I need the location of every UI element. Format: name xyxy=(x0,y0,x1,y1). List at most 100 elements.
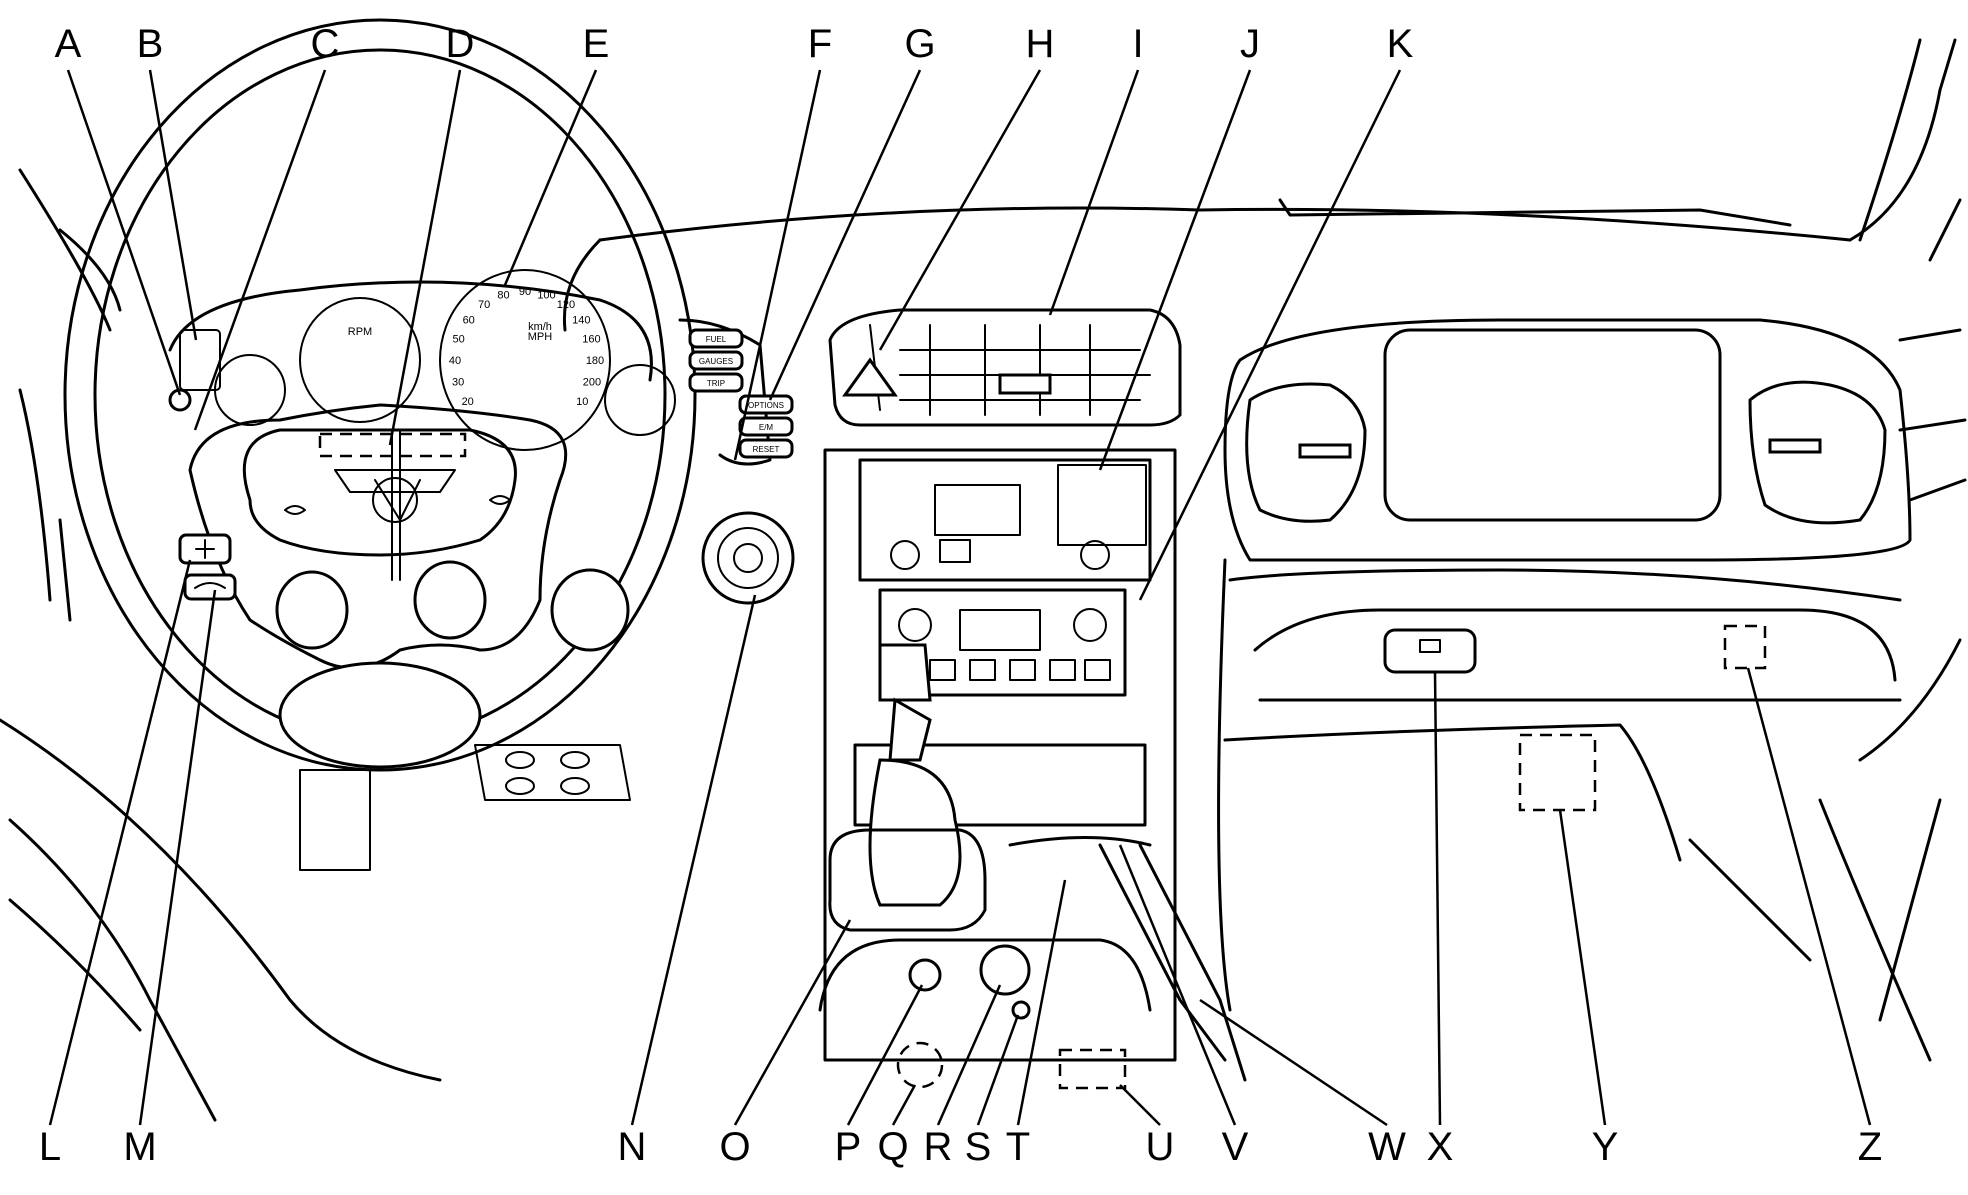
console-controls xyxy=(818,836,1247,1090)
leader-l xyxy=(48,559,192,1126)
airbag-module-region xyxy=(318,432,467,458)
speed-tick-label: 160 xyxy=(582,334,600,346)
dic-button: E/M xyxy=(738,416,794,437)
speed-tick-label: 80 xyxy=(497,289,509,301)
label-u: U xyxy=(1146,1125,1175,1169)
speed-tick-label: 120 xyxy=(557,299,575,311)
speed-tick-label: 40 xyxy=(449,355,461,367)
speed-tick-label: 50 xyxy=(452,334,464,346)
callout-leaders xyxy=(48,69,1872,1127)
kmh-label: km/h xyxy=(528,321,552,333)
gear-shifter xyxy=(828,643,987,932)
steering-wheel xyxy=(63,18,697,772)
label-q: Q xyxy=(877,1125,908,1169)
leader-t xyxy=(1016,879,1067,1126)
dic-button-label: GAUGES xyxy=(699,357,733,366)
label-v: V xyxy=(1222,1125,1249,1169)
dic-button-label: TRIP xyxy=(707,379,725,388)
label-p: P xyxy=(835,1125,862,1169)
windshield-and-dash-outline xyxy=(562,38,1967,502)
label-a: A xyxy=(55,22,82,66)
label-i: I xyxy=(1132,22,1143,66)
label-o: O xyxy=(719,1125,750,1169)
leader-r xyxy=(936,984,1002,1126)
leader-u xyxy=(1119,1084,1161,1126)
dic-button-group: FUEL GAUGES TRIP OPTIONS E/M RESET xyxy=(688,328,794,459)
speed-tick-label: 10 xyxy=(576,396,588,408)
left-passenger-vent xyxy=(1245,382,1367,523)
hazard-button xyxy=(842,357,898,397)
right-passenger-vent xyxy=(1748,380,1887,525)
dic-button: FUEL xyxy=(688,328,744,349)
leader-z xyxy=(1746,667,1872,1126)
leader-e xyxy=(503,69,598,286)
console-under-module xyxy=(1058,1048,1127,1090)
console-led xyxy=(1011,1000,1031,1020)
passenger-airbag-panel xyxy=(1383,328,1722,522)
dic-button-label: FUEL xyxy=(706,335,727,344)
label-f: F xyxy=(808,22,832,66)
label-y: Y xyxy=(1592,1125,1619,1169)
passenger-dash xyxy=(1217,318,1962,1062)
leader-j xyxy=(1098,69,1252,471)
label-g: G xyxy=(904,22,935,66)
left-switch-panel xyxy=(178,533,237,601)
label-m: M xyxy=(123,1125,156,1169)
horn-pad-emblem xyxy=(284,432,511,523)
leader-p xyxy=(846,984,924,1126)
pedals xyxy=(299,744,631,871)
leader-a xyxy=(66,69,182,396)
rpm-label: RPM xyxy=(348,326,372,338)
label-x: X xyxy=(1427,1125,1454,1169)
driver-information-center: FUEL GAUGES TRIP OPTIONS E/M RESET xyxy=(678,318,794,466)
leader-s xyxy=(976,1014,1020,1126)
label-d: D xyxy=(446,22,475,66)
leader-x xyxy=(1433,671,1442,1126)
dic-button-label: E/M xyxy=(759,423,774,432)
label-b: B xyxy=(137,22,164,66)
console-hidden-component xyxy=(896,1041,944,1089)
ignition-switch xyxy=(701,511,795,605)
label-t: T xyxy=(1006,1125,1030,1169)
leader-h xyxy=(878,69,1042,351)
dic-button: RESET xyxy=(738,438,794,459)
console-knob-large xyxy=(979,944,1031,996)
callout-labels-top: A B C D E F G H I J K xyxy=(55,22,1414,66)
callout-labels-bottom: L M N O P Q R S T U V W X Y Z xyxy=(39,1125,1882,1169)
center-vent-and-hazard xyxy=(828,308,1182,427)
left-door-edges xyxy=(0,168,442,1122)
label-n: N xyxy=(618,1125,647,1169)
mph-label: MPH xyxy=(528,331,553,343)
headlamp-switch xyxy=(168,329,221,412)
leader-y xyxy=(1558,809,1607,1126)
center-stack xyxy=(823,448,1177,1062)
speed-tick-label: 20 xyxy=(462,396,474,408)
leader-f xyxy=(733,69,822,461)
dic-button: TRIP xyxy=(688,372,744,393)
speed-tick-label: 100 xyxy=(537,289,555,301)
leader-k xyxy=(1138,69,1402,601)
speed-tick-label: 140 xyxy=(572,314,590,326)
passenger-hidden-module-small xyxy=(1723,624,1767,670)
passenger-hidden-module-large xyxy=(1518,733,1597,812)
console-knob-small xyxy=(908,958,942,992)
trunk-release-switch xyxy=(183,573,237,601)
leader-g xyxy=(768,69,922,401)
speed-tick-label: 200 xyxy=(583,377,601,389)
speed-tick-label: 30 xyxy=(452,377,464,389)
label-k: K xyxy=(1387,22,1414,66)
leader-i xyxy=(1048,69,1140,316)
leader-q xyxy=(891,1084,917,1126)
dic-button: OPTIONS xyxy=(738,394,794,415)
label-h: H xyxy=(1026,22,1055,66)
speed-tick-label: 60 xyxy=(463,314,475,326)
leader-d xyxy=(388,69,462,446)
speed-tick-label: 90 xyxy=(519,286,531,298)
leader-m xyxy=(138,589,217,1126)
label-l: L xyxy=(39,1125,61,1169)
leader-o xyxy=(733,919,852,1126)
speed-tick-label: 70 xyxy=(478,299,490,311)
label-r: R xyxy=(924,1125,953,1169)
